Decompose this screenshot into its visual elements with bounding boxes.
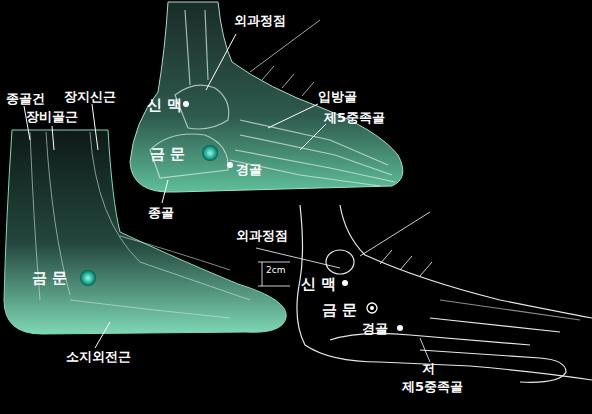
part-label: 금 문 [150, 146, 185, 163]
part-label: 종골건 [6, 92, 45, 106]
part-label: 신 맥 [301, 276, 336, 293]
right-foot [297, 205, 592, 382]
part-label: 경골 [362, 322, 388, 336]
part-label: 금 문 [322, 302, 357, 319]
part-label: 제5중족골 [324, 111, 385, 125]
part-label: 종골 [148, 206, 174, 220]
top-foot [130, 2, 403, 203]
part-label: 저 [422, 362, 435, 376]
part-label: 장지신근 [64, 90, 116, 104]
part-label: 제5중족골 [402, 380, 463, 394]
part-label: 입방골 [318, 90, 357, 104]
part-label: 장비골근 [26, 110, 78, 124]
left-foot [4, 104, 286, 348]
part-label: 신 맥 [147, 97, 182, 114]
part-label: 경골 [236, 163, 262, 177]
part-label: 소지외전근 [66, 350, 131, 364]
part-label: 금 문 [32, 270, 67, 287]
part-label: 2cm [266, 266, 285, 276]
part-label: 외과정점 [234, 14, 286, 28]
part-label: 외과정점 [236, 229, 288, 243]
